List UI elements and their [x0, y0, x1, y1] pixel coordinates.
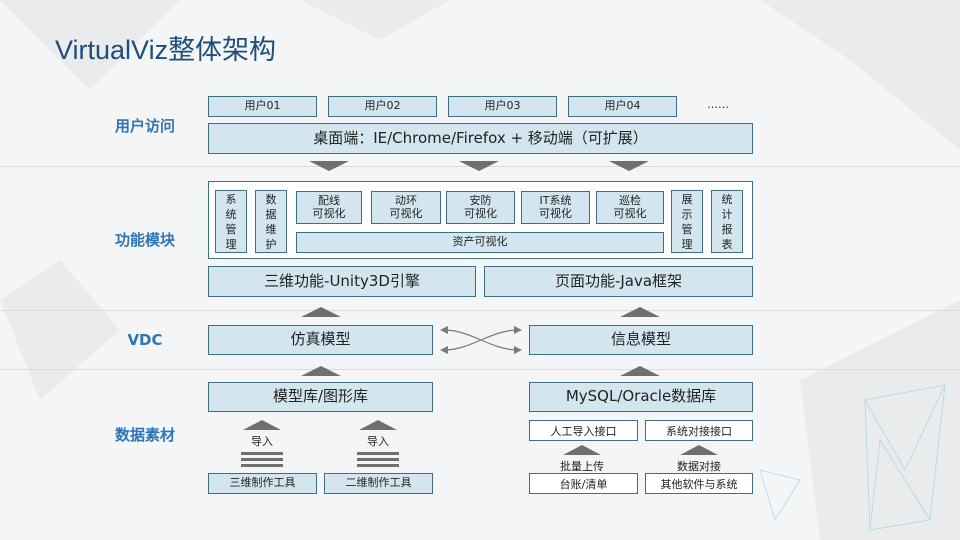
model-library: 模型库/图形库 [208, 382, 433, 412]
func-it-system-viz: IT系统 可视化 [521, 191, 590, 224]
section-divider [0, 369, 960, 370]
engine-3d: 三维功能-Unity3D引擎 [208, 266, 476, 297]
section-label-user-access: 用户访问 [114, 117, 175, 135]
func-statistics-report-label: 统计报表 [721, 192, 733, 251]
user-box-03: 用户03 [448, 96, 557, 117]
page-title: VirtualViz整体架构 [55, 35, 277, 65]
func-system-management-label: 系统管理 [225, 192, 237, 251]
import-bar [241, 458, 283, 461]
func-data-maintenance: 数据维护 [255, 190, 287, 253]
arrow-up-icon [620, 366, 660, 376]
arrow-down-icon [459, 161, 499, 171]
section-divider [0, 310, 960, 311]
ledger-list: 台账/清单 [529, 473, 638, 494]
user-box-02: 用户02 [328, 96, 437, 117]
vdc-simulation-model: 仿真模型 [208, 325, 433, 355]
arrow-up-icon [563, 445, 601, 455]
import-bar [357, 458, 399, 461]
func-system-management: 系统管理 [215, 190, 247, 253]
user-box-04: 用户04 [568, 96, 677, 117]
func-data-maintenance-label: 数据维护 [265, 192, 277, 251]
batch-upload-label: 批量上传 [560, 460, 604, 473]
func-wiring-viz: 配线 可视化 [296, 191, 362, 224]
func-display-management: 展示管理 [671, 190, 703, 253]
client-bar: 桌面端：IE/Chrome/Firefox + 移动端（可扩展） [208, 123, 753, 154]
system-connect-interface: 系统对接接口 [645, 420, 753, 441]
section-label-data-material: 数据素材 [114, 426, 175, 444]
import-label: 导入 [367, 435, 389, 448]
data-connect-label: 数据对接 [677, 460, 721, 473]
tool-2d: 二维制作工具 [324, 473, 433, 494]
import-label: 导入 [251, 435, 273, 448]
engine-web: 页面功能-Java框架 [484, 266, 753, 297]
arrow-down-icon [309, 161, 349, 171]
func-statistics-report: 统计报表 [711, 190, 743, 253]
arrow-up-icon [243, 420, 281, 430]
import-bar [241, 452, 283, 455]
arrow-up-icon [680, 445, 718, 455]
arrow-up-icon [301, 307, 341, 317]
other-software: 其他软件与系统 [645, 473, 753, 494]
arrow-down-icon [609, 161, 649, 171]
func-security-viz: 安防 可视化 [446, 191, 515, 224]
vdc-information-model: 信息模型 [529, 325, 753, 355]
section-label-function-module: 功能模块 [114, 231, 175, 249]
arrow-up-icon [359, 420, 397, 430]
arrow-up-icon [620, 307, 660, 317]
func-display-management-label: 展示管理 [681, 192, 693, 251]
user-more-ellipsis: …… [707, 98, 729, 111]
bidirectional-arrows-icon [440, 326, 522, 354]
import-bar [241, 464, 283, 467]
import-bar [357, 464, 399, 467]
tool-3d: 三维制作工具 [208, 473, 317, 494]
arrow-up-icon [301, 366, 341, 376]
section-label-vdc: VDC [127, 331, 163, 349]
func-env-viz: 动环 可视化 [371, 191, 441, 224]
func-asset-viz: 资产可视化 [296, 232, 664, 253]
database: MySQL/Oracle数据库 [529, 382, 753, 412]
user-box-01: 用户01 [208, 96, 317, 117]
manual-import-interface: 人工导入接口 [529, 420, 638, 441]
import-bar [357, 452, 399, 455]
func-inspection-viz: 巡检 可视化 [596, 191, 664, 224]
